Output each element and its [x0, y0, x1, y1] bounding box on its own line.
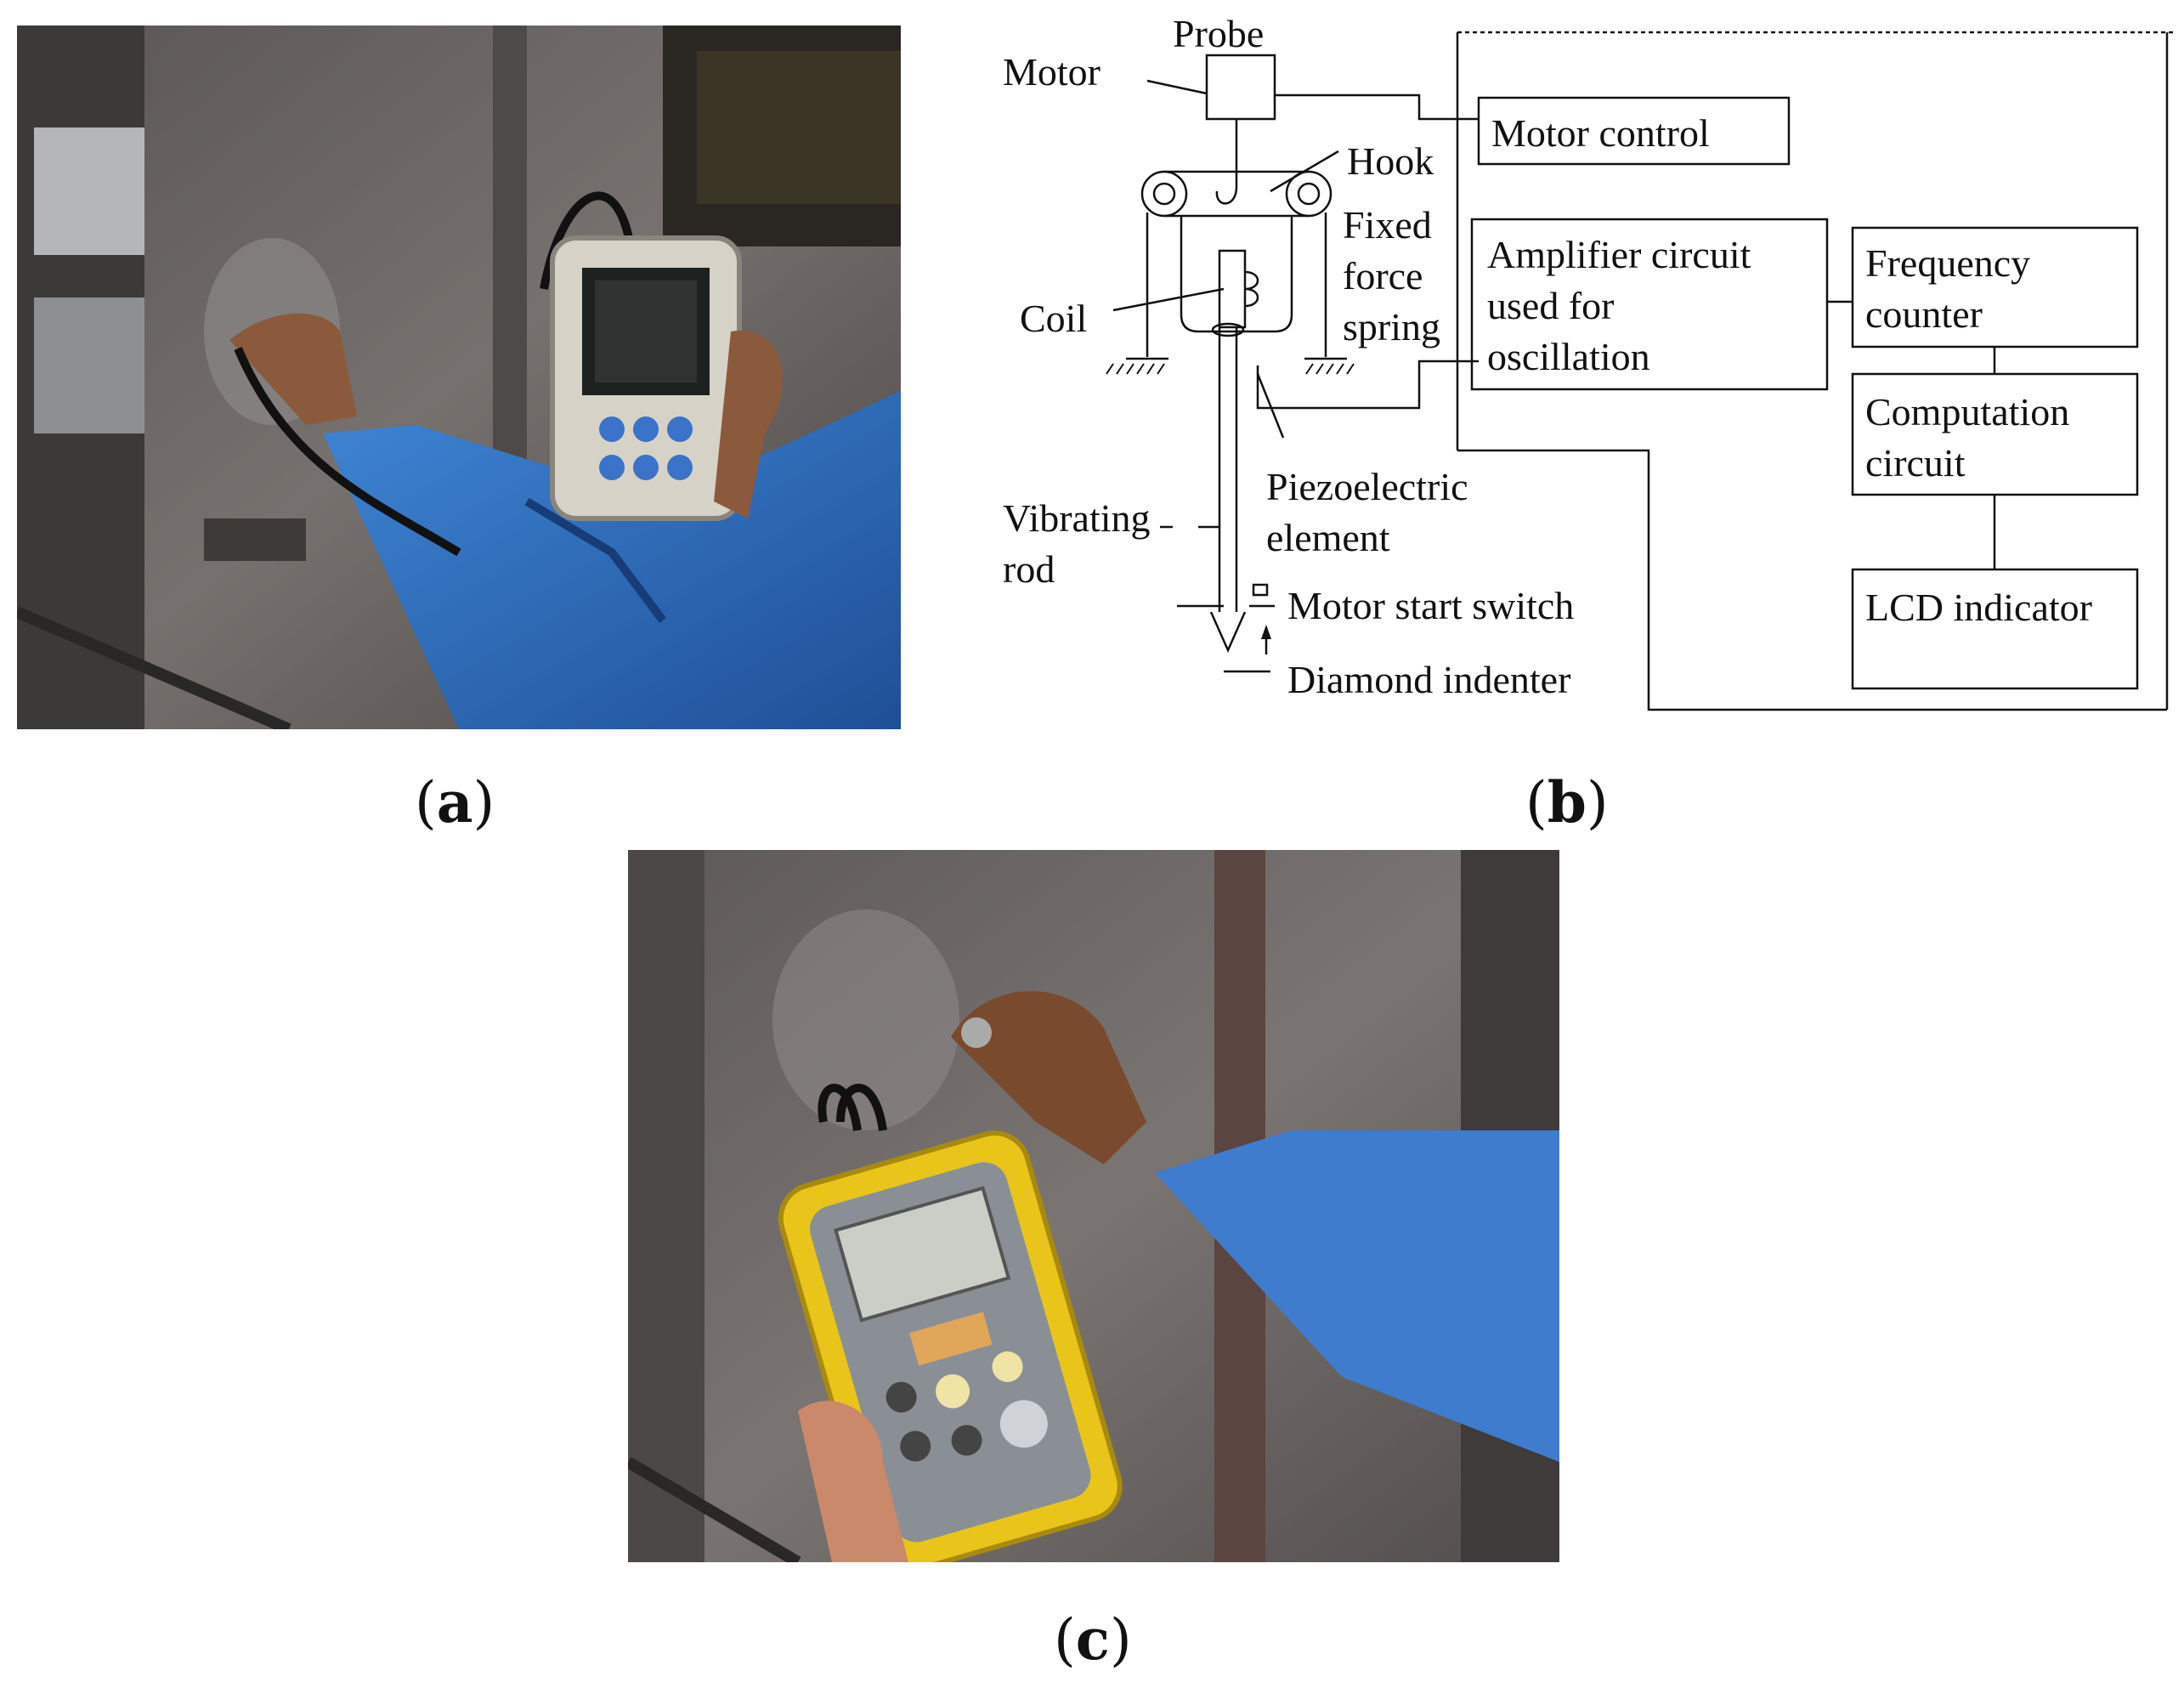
panel-label-a: (a) [415, 769, 495, 836]
label-probe: Probe [1173, 12, 1264, 55]
box-computation-line1: Computation [1865, 390, 2069, 433]
label-diamond-indenter: Diamond indenter [1287, 658, 1570, 701]
label-piezoelectric: Piezoelectric [1266, 465, 1468, 508]
box-computation-line2: circuit [1865, 441, 1966, 484]
photo-c-yellow-tester [628, 850, 1559, 1562]
label-vibrating: Vibrating [1003, 496, 1151, 540]
box-amplifier-line2: used for [1487, 284, 1614, 327]
panel-label-c: (c) [1054, 1606, 1132, 1673]
box-motor-control: Motor control [1491, 111, 1710, 155]
panel-label-b: (b) [1525, 769, 1609, 836]
label-motor-start-switch: Motor start switch [1287, 584, 1574, 627]
box-amplifier-line1: Amplifier circuit [1487, 233, 1751, 276]
label-force: force [1343, 254, 1423, 297]
photo-a-handheld-tester [17, 25, 901, 729]
label-rod: rod [1003, 547, 1055, 591]
label-hook: Hook [1347, 139, 1434, 183]
box-frequency-line2: counter [1865, 292, 1983, 336]
label-fixed: Fixed [1343, 203, 1432, 246]
box-frequency-line1: Frequency [1865, 241, 2030, 285]
box-lcd-indicator: LCD indicator [1865, 586, 2092, 629]
box-amplifier-line3: oscillation [1487, 335, 1650, 378]
label-motor: Motor [1003, 50, 1100, 93]
label-spring: spring [1343, 305, 1440, 348]
hardness-tester-diagram: Probe Motor Hook Fixed force spring Coil… [1003, 12, 2176, 711]
label-coil: Coil [1020, 297, 1087, 340]
label-element: element [1266, 516, 1390, 559]
